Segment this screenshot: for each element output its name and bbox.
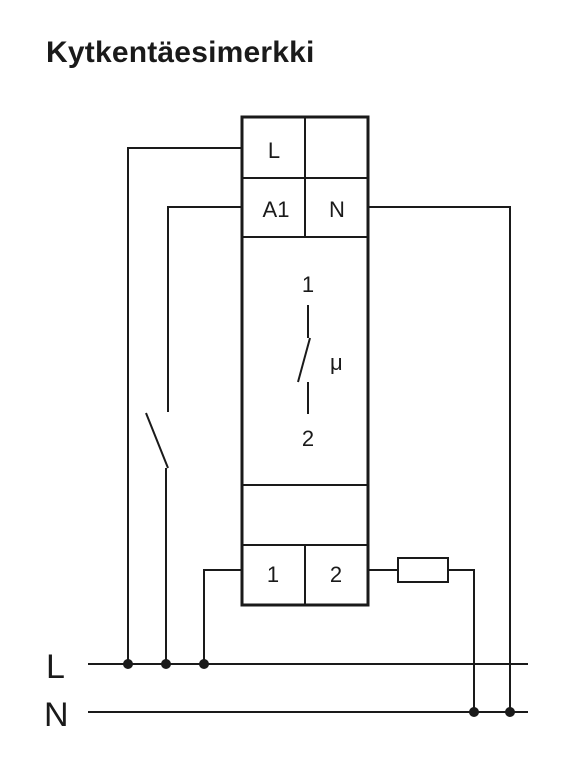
- terminal-label-1: 1: [267, 562, 279, 587]
- bus-label-n: N: [44, 696, 69, 734]
- mu-symbol: μ: [330, 350, 343, 375]
- junction-dot: [123, 659, 133, 669]
- wire-a1-terminal: [167, 206, 242, 412]
- terminal-label-2: 2: [330, 562, 342, 587]
- bus-label-l: L: [46, 648, 65, 686]
- junction-dot: [505, 707, 515, 717]
- contact-label-2: 2: [302, 426, 314, 451]
- terminal-label-n: N: [329, 197, 345, 222]
- junction-dot: [469, 707, 479, 717]
- wire-n-terminal: [368, 206, 511, 712]
- wire-l-terminal: [127, 147, 242, 664]
- diagram-title: Kytkentäesimerkki: [46, 36, 315, 69]
- junction-dot: [199, 659, 209, 669]
- wire-terminal-1: [203, 569, 242, 664]
- terminal-label-l: L: [268, 138, 280, 163]
- switch-blade: [145, 412, 169, 469]
- contact-blade: [297, 337, 311, 383]
- contact-label-1: 1: [302, 272, 314, 297]
- terminal-label-a1: A1: [263, 197, 290, 222]
- junction-dot: [161, 659, 171, 669]
- wire-load-return: [448, 569, 475, 712]
- load-resistor: [397, 557, 449, 583]
